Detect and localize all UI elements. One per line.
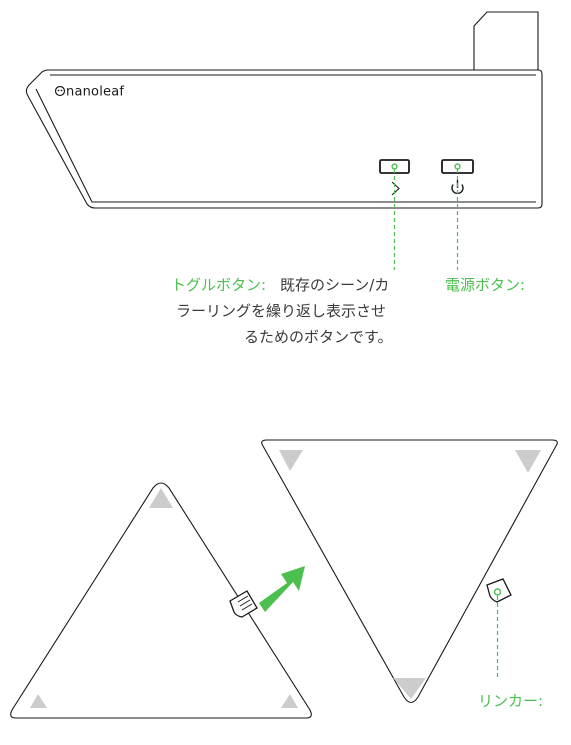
linker-label: リンカー:	[478, 692, 543, 710]
linker-connector-left-panel	[229, 590, 258, 618]
controller: nanoleaf	[25, 11, 543, 270]
controller-inner-edge	[35, 88, 536, 203]
chevron-right-icon	[391, 181, 400, 196]
panel-left-bottom-right-corner	[281, 694, 298, 708]
panel-left-outline	[10, 482, 312, 719]
linker-socket-right-panel	[486, 578, 512, 603]
toggle-button-label: トグルボタン:	[171, 276, 266, 294]
nanoleaf-logo: nanoleaf	[54, 85, 124, 100]
panel-left-bottom-left-corner	[30, 694, 47, 708]
triangle-panel-right	[261, 439, 558, 704]
toggle-button[interactable]	[379, 159, 410, 174]
panel-left-top-corner	[149, 488, 173, 508]
power-button-label: 電源ボタン:	[445, 276, 525, 294]
controller-connector-block	[473, 11, 539, 70]
panel-right-top-left-corner	[279, 450, 303, 471]
panel-right-bottom-corner	[393, 678, 426, 699]
panel-right-top-right-corner	[515, 450, 541, 473]
triangle-panel-left	[10, 482, 312, 719]
logo-text: nanoleaf	[66, 85, 124, 100]
controller-body	[25, 69, 543, 209]
arrow-icon	[259, 566, 305, 612]
toggle-desc-line1: 既存のシーン/カ	[280, 276, 389, 294]
toggle-desc-line2: ラーリングを繰り返し表示させ	[176, 302, 386, 320]
panel-right-outline	[261, 439, 558, 704]
toggle-desc-line3: るためのボタンです。	[244, 328, 393, 346]
